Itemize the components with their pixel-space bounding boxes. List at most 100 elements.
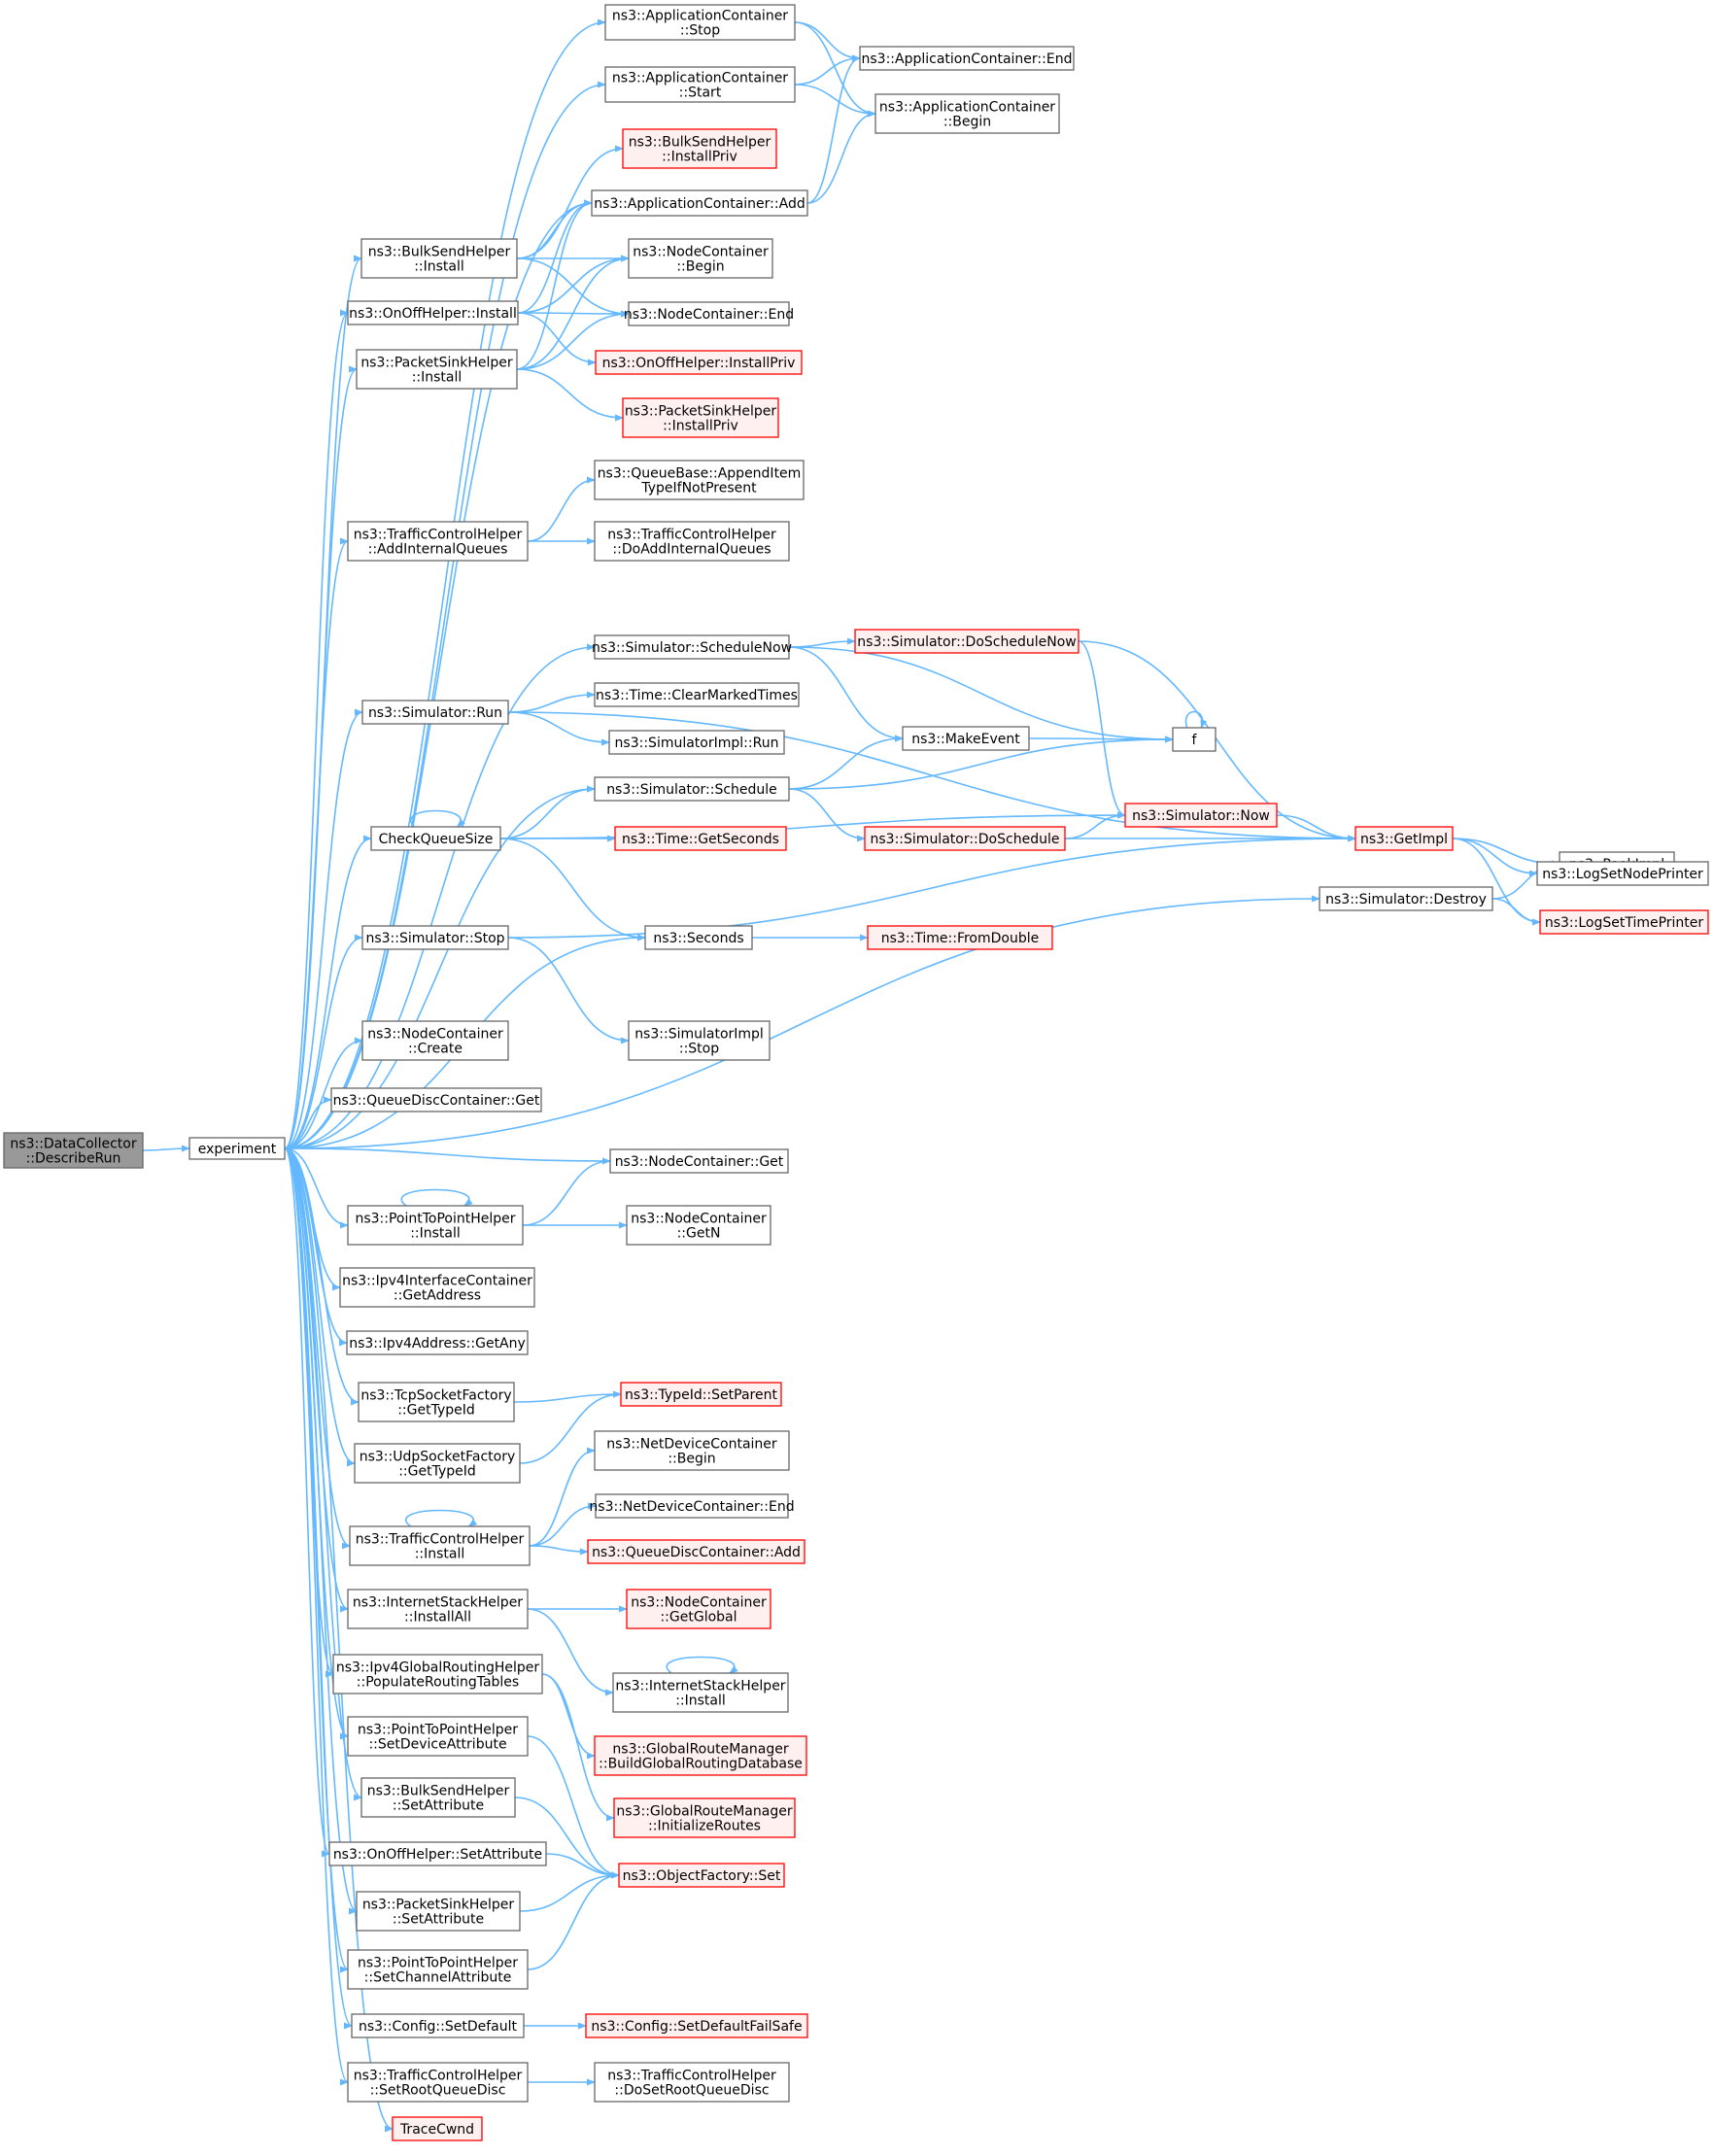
node-box (1354, 826, 1454, 851)
node-simimpl_run[interactable]: ns3::SimulatorImpl::Run (608, 730, 785, 755)
node-label: ::Begin (676, 259, 724, 275)
node-tch_doaddinternal[interactable]: ns3::TrafficControlHelper::DoAddInternal… (594, 521, 790, 562)
node-app_start[interactable]: ns3::ApplicationContainer::Start (604, 66, 796, 103)
node-psh_install[interactable]: ns3::PacketSinkHelper::Install (356, 349, 518, 390)
node-label: ::InstallPriv (663, 419, 738, 434)
edge-udpsf_gettypeid-to-typeid_setparent (519, 1390, 622, 1464)
node-seconds[interactable]: ns3::Seconds (644, 925, 753, 950)
node-box (604, 66, 796, 103)
node-tcpsf_gettypeid[interactable]: ns3::TcpSocketFactory::GetTypeId (358, 1382, 515, 1422)
node-app_end[interactable]: ns3::ApplicationContainer::End (859, 46, 1075, 71)
edge-sim_run-to-simimpl_run (507, 711, 610, 746)
edge-psh_install-to-nc_end (516, 310, 630, 370)
node-of_set[interactable]: ns3::ObjectFactory::Set (618, 1863, 785, 1888)
node-root[interactable]: ns3::DataCollector::DescribeRun (3, 1132, 144, 1169)
node-tch_dosetroot[interactable]: ns3::TrafficControlHelper::DoSetRootQueu… (594, 2062, 790, 2103)
node-ipv4addr_getany[interactable]: ns3::Ipv4Address::GetAny (346, 1330, 529, 1355)
edges (142, 18, 1560, 2133)
node-app_stop[interactable]: ns3::ApplicationContainer::Stop (604, 4, 796, 41)
node-psh_setattr[interactable]: ns3::PacketSinkHelper::SetAttribute (356, 1891, 521, 1932)
node-label: ns3::NodeContainer (631, 1595, 767, 1611)
edge-experiment-to-psh_setattr (284, 1147, 358, 1915)
node-typeid_setparent[interactable]: ns3::TypeId::SetParent (620, 1382, 782, 1407)
node-onoff_installpriv[interactable]: ns3::OnOffHelper::InstallPriv (595, 350, 803, 375)
node-onoff_setattr[interactable]: ns3::OnOffHelper::SetAttribute (328, 1841, 547, 1866)
node-getimpl[interactable]: ns3::GetImpl (1354, 826, 1454, 851)
node-onoff_install[interactable]: ns3::OnOffHelper::Install (347, 300, 519, 325)
node-app_add[interactable]: ns3::ApplicationContainer::Add (591, 189, 808, 217)
node-qb_append[interactable]: ns3::QueueBase::AppendItemTypeIfNotPrese… (594, 460, 805, 500)
node-label: ns3::NodeContainer (367, 1027, 503, 1043)
node-sim_schedule[interactable]: ns3::Simulator::Schedule (594, 776, 790, 802)
node-sim_run[interactable]: ns3::Simulator::Run (361, 700, 509, 725)
node-nc_get[interactable]: ns3::NodeContainer::Get (609, 1148, 789, 1174)
node-bulk_install[interactable]: ns3::BulkSendHelper::Install (360, 238, 518, 279)
edge-experiment-to-tch_addinternal (284, 537, 349, 1149)
node-label: ::InstallPriv (662, 150, 737, 165)
node-box (347, 2062, 529, 2103)
node-sim_destroy[interactable]: ns3::Simulator::Destroy (1319, 886, 1493, 911)
node-ndc_end[interactable]: ns3::NetDeviceContainer::End (589, 1493, 795, 1519)
node-p2p_setdeviceattr[interactable]: ns3::PointToPointHelper::SetDeviceAttrib… (347, 1716, 529, 1757)
node-time_fromdouble[interactable]: ns3::Time::FromDouble (867, 925, 1053, 950)
node-config_setdefaultfailsafe[interactable]: ns3::Config::SetDefaultFailSafe (585, 2013, 808, 2038)
node-box (595, 350, 803, 375)
node-p2p_install[interactable]: ns3::PointToPointHelper::Install (347, 1205, 524, 1246)
node-logsettimeprinter[interactable]: ns3::LogSetTimePrinter (1539, 909, 1709, 935)
node-nc_getn[interactable]: ns3::NodeContainer::GetN (626, 1205, 771, 1246)
edge-sim_schedule-to-sim_doschedule (788, 788, 866, 842)
node-udpsf_gettypeid[interactable]: ns3::UdpSocketFactory::GetTypeId (354, 1443, 521, 1484)
node-tch_setroot[interactable]: ns3::TrafficControlHelper::SetRootQueueD… (347, 2062, 529, 2103)
node-qdc_add[interactable]: ns3::QueueDiscContainer::Add (587, 1539, 806, 1564)
edge-sim_doschedulenow-to-sim_now (1078, 640, 1126, 819)
node-label: ns3::PointToPointHelper (355, 1212, 515, 1227)
node-config_setdefault[interactable]: ns3::Config::SetDefault (351, 2013, 525, 2038)
node-nc_begin[interactable]: ns3::NodeContainer::Begin (628, 238, 773, 279)
node-ipv4ic_getaddress[interactable]: ns3::Ipv4InterfaceContainer::GetAddress (339, 1267, 535, 1308)
node-label: ns3::ApplicationContainer (612, 71, 788, 86)
node-sim_doschedule[interactable]: ns3::Simulator::DoSchedule (864, 826, 1066, 851)
node-label: ns3::InternetStackHelper (615, 1679, 785, 1694)
node-qdc_get[interactable]: ns3::QueueDiscContainer::Get (330, 1087, 542, 1112)
node-logsetnodeprinter[interactable]: ns3::LogSetNodePrinter (1536, 861, 1709, 886)
node-ipv4grh_populate[interactable]: ns3::Ipv4GlobalRoutingHelper::PopulateRo… (332, 1654, 543, 1694)
node-time_getseconds[interactable]: ns3::Time::GetSeconds (614, 826, 787, 851)
node-label: ns3::Simulator::DoSchedule (871, 832, 1060, 847)
node-psh_installpriv[interactable]: ns3::PacketSinkHelper::InstallPriv (622, 397, 779, 438)
node-ish_installall[interactable]: ns3::InternetStackHelper::InstallAll (347, 1589, 529, 1629)
node-sim_now[interactable]: ns3::Simulator::Now (1124, 803, 1278, 828)
node-label: ::Install (410, 1226, 461, 1242)
node-label: ns3::TrafficControlHelper (607, 2069, 776, 2084)
node-experiment[interactable]: experiment (189, 1137, 286, 1160)
node-time_clearmarked[interactable]: ns3::Time::ClearMarkedTimes (594, 682, 800, 707)
node-label: ::GetN (677, 1226, 721, 1242)
node-grm_build[interactable]: ns3::GlobalRouteManager::BuildGlobalRout… (594, 1735, 807, 1776)
node-bulk_installpriv[interactable]: ns3::BulkSendHelper::InstallPriv (622, 128, 777, 169)
node-box (328, 1841, 547, 1866)
node-nc_end[interactable]: ns3::NodeContainer::End (624, 301, 794, 326)
node-p2p_setchannelattr[interactable]: ns3::PointToPointHelper::SetChannelAttri… (347, 1949, 529, 1990)
node-checkqueuesize[interactable]: CheckQueueSize (370, 826, 501, 851)
node-tracecwnd[interactable]: TraceCwnd (392, 2116, 483, 2141)
node-sim_schedulenow[interactable]: ns3::Simulator::ScheduleNow (592, 634, 792, 660)
node-ish_install[interactable]: ns3::InternetStackHelper::Install (612, 1672, 789, 1713)
node-makeevent[interactable]: ns3::MakeEvent (902, 726, 1030, 751)
node-simimpl_stop[interactable]: ns3::SimulatorImpl::Stop (628, 1020, 771, 1061)
node-label: ns3::NodeContainer::End (624, 307, 794, 323)
node-grm_init[interactable]: ns3::GlobalRouteManager::InitializeRoute… (613, 1797, 796, 1838)
node-label: ::Begin (668, 1452, 715, 1467)
node-label: ns3::NodeContainer (631, 1212, 767, 1227)
node-sim_doschedulenow[interactable]: ns3::Simulator::DoScheduleNow (854, 629, 1080, 654)
node-f[interactable]: f (1172, 727, 1217, 752)
node-nc_getglobal[interactable]: ns3::NodeContainer::GetGlobal (626, 1589, 771, 1629)
node-tch_addinternal[interactable]: ns3::TrafficControlHelper::AddInternalQu… (347, 521, 529, 562)
node-nc_create[interactable]: ns3::NodeContainer::Create (361, 1020, 509, 1061)
node-ndc_begin[interactable]: ns3::NetDeviceContainer::Begin (594, 1430, 790, 1471)
node-label: ::Install (415, 1547, 465, 1562)
node-sim_stop[interactable]: ns3::Simulator::Stop (361, 925, 509, 950)
node-app_begin[interactable]: ns3::ApplicationContainer::Begin (874, 93, 1060, 134)
node-label: ns3::NetDeviceContainer (606, 1437, 777, 1453)
edge-psh_install-to-nc_begin (516, 255, 630, 370)
node-bulk_setattr[interactable]: ns3::BulkSendHelper::SetAttribute (360, 1777, 516, 1818)
node-tch_install[interactable]: ns3::TrafficControlHelper::Install (349, 1525, 531, 1566)
